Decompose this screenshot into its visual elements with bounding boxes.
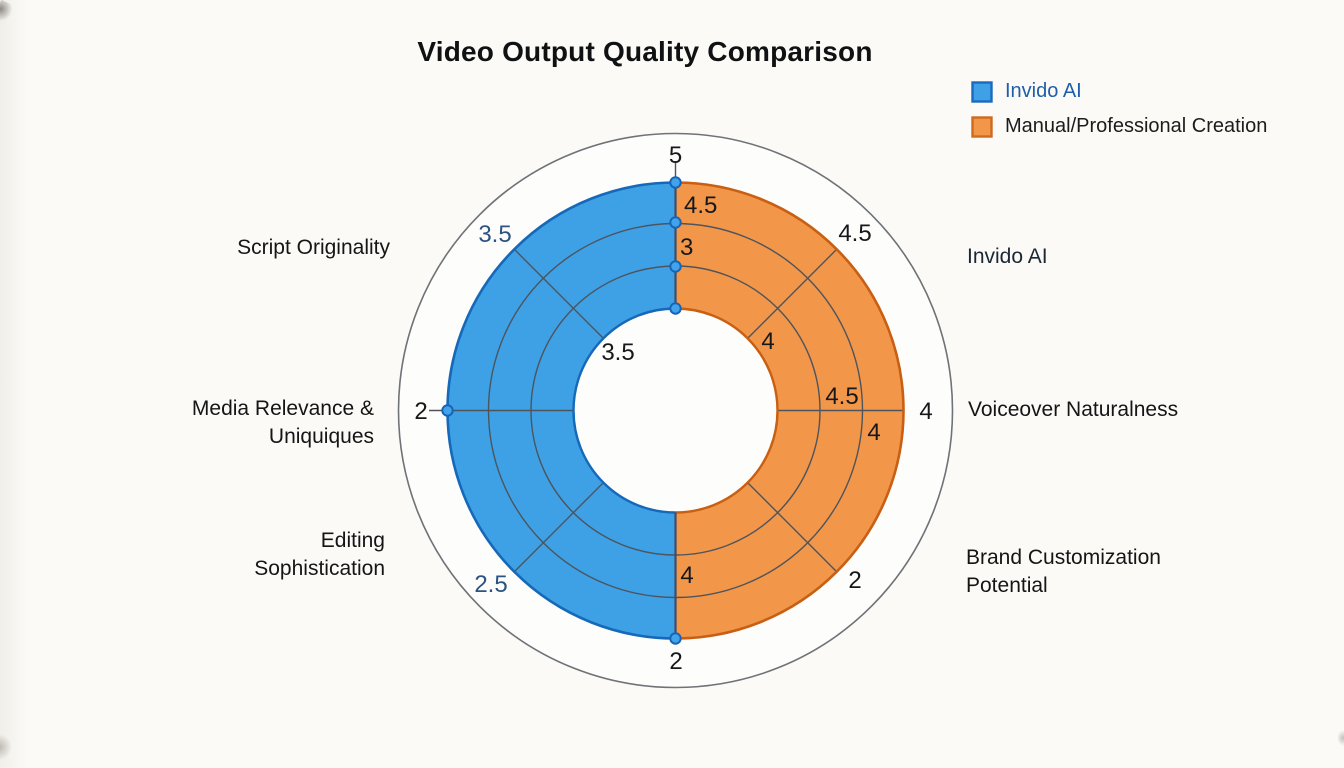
marker-dot-bottom bbox=[669, 632, 682, 645]
manual-outer-edge bbox=[675, 181, 905, 640]
spoke-sw bbox=[513, 482, 604, 573]
value-label-inner-top-right: 4 bbox=[761, 328, 774, 355]
value-label-outer-top: 5 bbox=[669, 142, 682, 169]
spoke-ne bbox=[747, 248, 838, 339]
value-label-outer-top-right: 4.5 bbox=[838, 220, 871, 247]
category-line: Uniquiques bbox=[268, 425, 374, 448]
value-label-outer-right: 4 bbox=[919, 398, 932, 425]
category-label-invido-ai: Invido AI bbox=[967, 243, 1048, 271]
category-line: Potential bbox=[966, 574, 1048, 597]
legend-item-invido: Invido AI bbox=[971, 79, 1267, 104]
category-label-editing-sophistication: Editing Sophistication bbox=[254, 527, 385, 583]
value-label-outer-top-left: 3.5 bbox=[478, 221, 511, 248]
value-label-top-outer-ring: 4.5 bbox=[684, 192, 717, 219]
legend-swatch-manual-icon bbox=[971, 115, 993, 138]
value-label-outer-bottom: 2 bbox=[669, 648, 682, 675]
category-line: Media Relevance & bbox=[191, 397, 374, 420]
category-line: Script Originality bbox=[237, 236, 390, 259]
value-label-right-above-axis: 4.5 bbox=[825, 383, 858, 410]
marker-dot-top-3 bbox=[669, 260, 682, 273]
legend-swatch-invido-icon bbox=[971, 80, 993, 103]
category-line: Brand Customization bbox=[966, 546, 1161, 569]
category-label-brand-customization: Brand Customization Potential bbox=[966, 544, 1161, 600]
category-label-voiceover-naturalness: Voiceover Naturalness bbox=[968, 396, 1178, 424]
value-label-bottom-right-of-axis: 4 bbox=[680, 562, 693, 589]
marker-dot-top-2 bbox=[669, 216, 682, 229]
legend: Invido AI Manual/Professional Creation bbox=[971, 79, 1267, 149]
chart-title: Video Output Quality Comparison bbox=[417, 36, 873, 67]
value-label-outer-bottom-left: 2.5 bbox=[474, 571, 507, 598]
marker-dot-left bbox=[441, 404, 454, 417]
category-line: Voiceover Naturalness bbox=[968, 398, 1179, 421]
category-line: Editing bbox=[320, 529, 385, 552]
marker-dot-top-inner bbox=[669, 302, 682, 315]
spoke-nw bbox=[513, 248, 604, 339]
value-label-top-middle-ring: 3 bbox=[680, 234, 693, 261]
invido-inner-edge bbox=[572, 307, 676, 514]
legend-label-manual: Manual/Professional Creation bbox=[1005, 115, 1268, 137]
category-line: Invido AI bbox=[967, 245, 1048, 268]
legend-item-manual: Manual/Professional Creation bbox=[971, 114, 1267, 139]
legend-label-invido: Invido AI bbox=[1005, 80, 1082, 102]
value-label-right-below-axis: 4 bbox=[867, 419, 880, 446]
category-label-media-relevance: Media Relevance & Uniquiques bbox=[192, 395, 374, 451]
manual-inner-edge bbox=[675, 307, 779, 514]
spoke-se bbox=[747, 482, 838, 573]
value-label-center-hole: 3.5 bbox=[601, 339, 634, 366]
value-label-outer-left: 2 bbox=[414, 398, 427, 425]
category-label-script-originality: Script Originality bbox=[237, 234, 390, 262]
value-label-outer-bottom-right: 2 bbox=[848, 567, 861, 594]
category-line: Sophistication bbox=[254, 557, 385, 580]
marker-dot-top-outer bbox=[669, 176, 682, 189]
